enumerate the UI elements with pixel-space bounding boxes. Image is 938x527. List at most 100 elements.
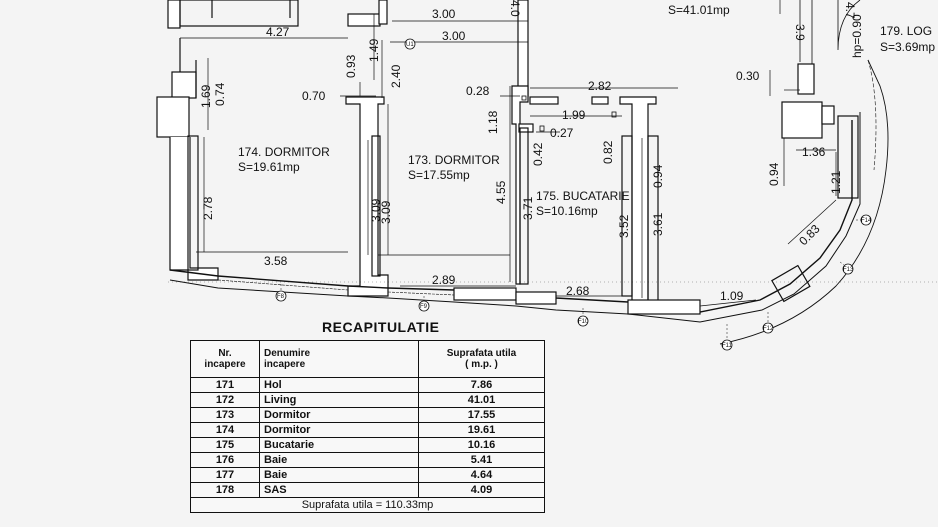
wall [781, 101, 823, 139]
wall [529, 96, 559, 105]
dim-label: 2.82 [588, 79, 612, 93]
dim-label: 1.36 [802, 145, 826, 159]
dim-label: 3.61 [651, 212, 665, 236]
header-area: Suprafata utila ( m.p. ) [418, 340, 545, 378]
dim-label: 1.49 [367, 38, 381, 62]
dim-label: 3.00 [432, 7, 456, 21]
recap-header-row: Nr. incapere Denumire incapere Suprafata… [190, 340, 545, 378]
axis-label: F13 [843, 267, 854, 273]
cell-area: 4.09 [418, 482, 545, 498]
dim-label: 1.99 [562, 108, 586, 122]
wall [156, 96, 190, 138]
dim-label: 2.89 [432, 273, 456, 287]
recap-table: Nr. incapere Denumire incapere Suprafata… [190, 340, 545, 513]
loggia-rail [799, 0, 861, 70]
wall [378, 0, 388, 25]
cell-nr: 174 [190, 422, 260, 438]
cell-nr: 171 [190, 377, 260, 393]
wall [371, 135, 381, 277]
room-label: 179. LOG [880, 24, 932, 38]
cell-area: 41.01 [418, 392, 545, 408]
axis-label: F9 [420, 304, 428, 310]
cell-nr: 175 [190, 437, 260, 453]
dim-label: 0.93 [344, 54, 358, 78]
wall [837, 115, 859, 199]
dim-label: 1.18 [486, 110, 500, 134]
axis-label: F10 [578, 319, 589, 325]
cell-nr: 173 [190, 407, 260, 423]
wall [771, 264, 811, 303]
room-area: S=17.55mp [408, 168, 470, 182]
axis-label: F11 [722, 343, 733, 349]
cell-name: Baie [259, 452, 419, 468]
total-area: Suprafata utila = 110.33mp [190, 497, 545, 513]
room-label: 173. DORMITOR [408, 153, 500, 167]
axis-label: F8 [277, 294, 285, 300]
dim-label: 2.40 [389, 64, 403, 88]
dim-label: 4.55 [494, 180, 508, 204]
header-nr: Nr. incapere [190, 340, 260, 378]
axis-marker [762, 322, 774, 334]
axis-marker [842, 263, 854, 275]
header-nr-line2: incapere [204, 359, 246, 370]
wall [519, 127, 529, 285]
axis-marker [721, 339, 733, 351]
cell-area: 19.61 [418, 422, 545, 438]
wall [179, 0, 299, 27]
dim-label: 0.70 [302, 89, 326, 103]
cell-nr: 178 [190, 482, 260, 498]
room-label: 174. DORMITOR [238, 145, 330, 159]
dim-label: 2.68 [566, 284, 590, 298]
axis-marker [404, 38, 416, 50]
wall [187, 135, 199, 271]
dim-label: 3.71 [521, 196, 535, 220]
room-area: S=10.16mp [536, 204, 598, 218]
room-label: 175. BUCATARIE [536, 189, 630, 203]
header-area-line1: Suprafata utila [446, 348, 517, 359]
dim-label: 2.78 [201, 196, 215, 220]
cell-name: Living [259, 392, 419, 408]
axis-marker [577, 315, 589, 327]
dim-label: 1.09 [720, 289, 744, 303]
dim-label: 3.09 [369, 198, 383, 222]
room-area: S=41.01mp [668, 3, 730, 17]
wall [591, 96, 609, 105]
room-area: S=3.69mp [880, 40, 935, 54]
cell-name: Dormitor [259, 422, 419, 438]
axis-marker [275, 290, 287, 302]
cell-name: Bucatarie [259, 437, 419, 453]
wall [171, 71, 197, 99]
dim-label: 0.94 [767, 162, 781, 186]
cell-area: 5.41 [418, 452, 545, 468]
recap-title: RECAPITULATIE [322, 319, 440, 335]
wall [821, 105, 835, 125]
dim-label: 0.83 [796, 221, 823, 248]
dim-label: 3.58 [264, 254, 288, 268]
wall [627, 299, 701, 315]
header-name-line1: Denumire [264, 348, 311, 359]
header-name: Denumire incapere [259, 340, 419, 378]
dim-label: 3.00 [442, 29, 466, 43]
cell-nr: 177 [190, 467, 260, 483]
dim-label: 0.94 [651, 164, 665, 188]
wall [453, 287, 517, 301]
dim-label: 4.7 [843, 2, 857, 19]
cell-area: 7.86 [418, 377, 545, 393]
wall [797, 63, 815, 95]
cell-name: SAS [259, 482, 419, 498]
loggia-hp: hp=0.90 [850, 14, 864, 58]
header-name-line2: incapere [264, 359, 306, 370]
axis-label: U1 [406, 42, 414, 48]
dim-label: 0.27 [550, 126, 574, 140]
dim-label: 3.9 [793, 24, 807, 41]
cell-name: Hol [259, 377, 419, 393]
cell-area: 10.16 [418, 437, 545, 453]
dim-label: 0.30 [736, 69, 760, 83]
header-nr-line1: Nr. [218, 348, 232, 359]
